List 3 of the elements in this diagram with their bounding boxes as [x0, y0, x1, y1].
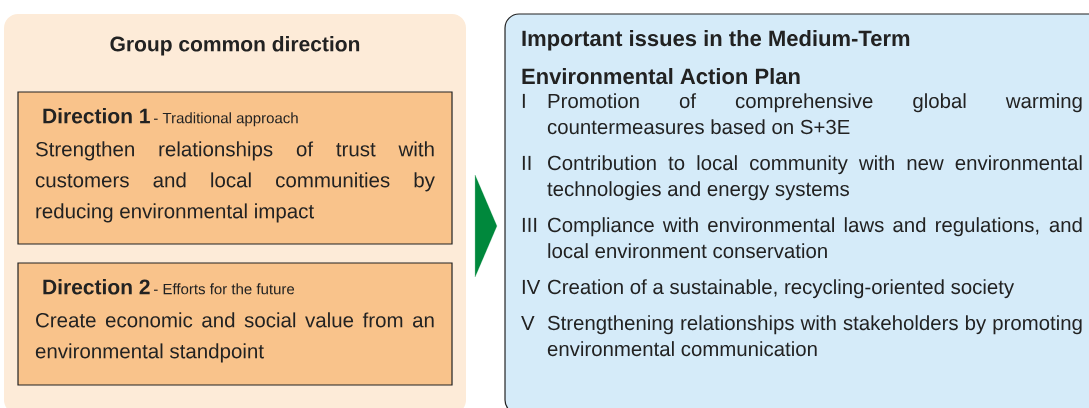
- direction-box: Direction 2 - Efforts for the future Create economic and social value from an environmental standpoint: [17, 262, 453, 386]
- arrow: [474, 174, 497, 278]
- panel: Important issues in the Medium-Term Environmental Action Plan I Promotion of comprehensive global warming countermeasures based on S+3E II Contribution to local community with new environmental technologies and energy systems III Compliance with environmental laws and regulations, and local environment conservation IV Creation of a sustainable, recycling-oriented society V Strengthening relationships with stakeholders by promoting environmental communication: [504, 13, 1089, 408]
